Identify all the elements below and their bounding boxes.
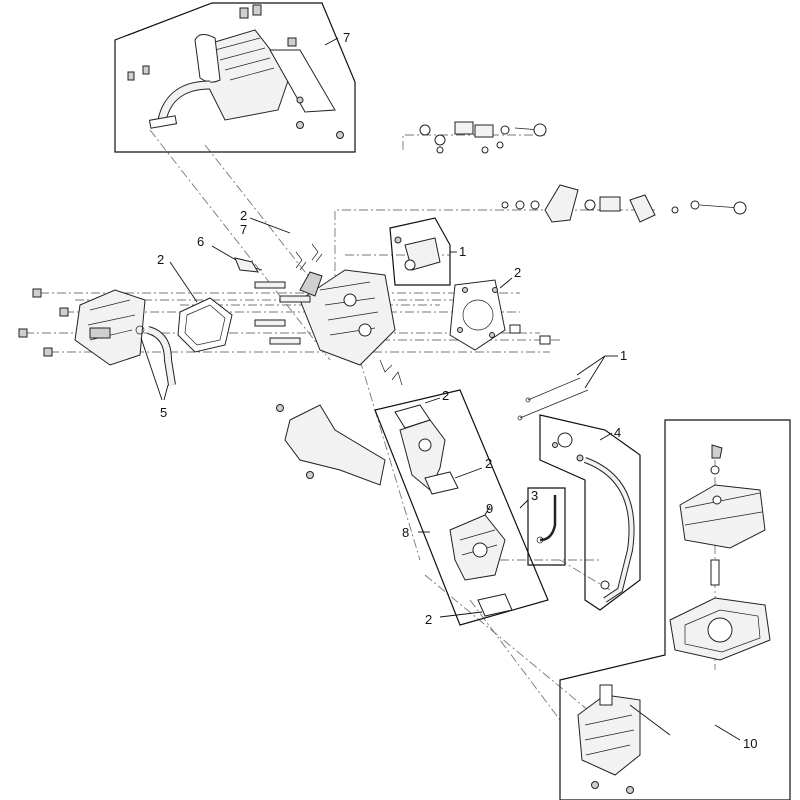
valve-cover-gasket: 2 (157, 252, 233, 353)
throttle-bracket-box: 1 (389, 217, 466, 286)
rocker-assembly (501, 184, 747, 223)
callout-10-air-filter: 10 (743, 736, 757, 751)
assembly-lines (25, 129, 716, 721)
muffler-assembly-frame: 7 (114, 2, 356, 153)
callout-2-stack: 2 (240, 208, 247, 223)
callout-8-carb-panel: 8 (402, 525, 409, 540)
breather-hose: 5 (135, 325, 176, 420)
callout-2-panel-mid: 2 (485, 456, 492, 471)
heat-shield (276, 404, 386, 486)
spark-plug: 6 (197, 234, 263, 273)
callout-2-head-gasket: 2 (514, 265, 521, 280)
callout-5-breather: 5 (160, 405, 167, 420)
callout-3-fuel-tube: 3 (531, 488, 538, 503)
callout-9-carburetor: 9 (486, 501, 493, 516)
cylinder-head-gasket: 2 (449, 265, 521, 351)
air-filter-panel: 10 (559, 419, 791, 800)
muffler-bolts (127, 4, 344, 139)
callout-2-panel-top: 2 (442, 388, 449, 403)
valve-cover (74, 289, 146, 366)
carburetor-panel: 2 2 9 2 8 (374, 388, 549, 627)
cylinder-head (299, 269, 396, 366)
callout-1-bracket: 1 (459, 244, 466, 259)
valve-springs: 2 7 (240, 208, 403, 386)
callout-1-rods: 1 (620, 348, 627, 363)
valve-train-upper (419, 121, 547, 154)
fuel-tube-box: 3 (519, 487, 566, 566)
callout-2-panel-bottom: 2 (425, 612, 432, 627)
fuel-line-panel: 4 (539, 414, 641, 611)
head-bolts (18, 281, 551, 357)
callout-6-spark-plug: 6 (197, 234, 204, 249)
callout-7-stack: 7 (240, 222, 247, 237)
callout-7-muffler: 7 (343, 30, 350, 45)
callout-4-fuel-line: 4 (614, 425, 621, 440)
control-rods: 1 (517, 348, 627, 421)
callout-2-cover-gasket: 2 (157, 252, 164, 267)
